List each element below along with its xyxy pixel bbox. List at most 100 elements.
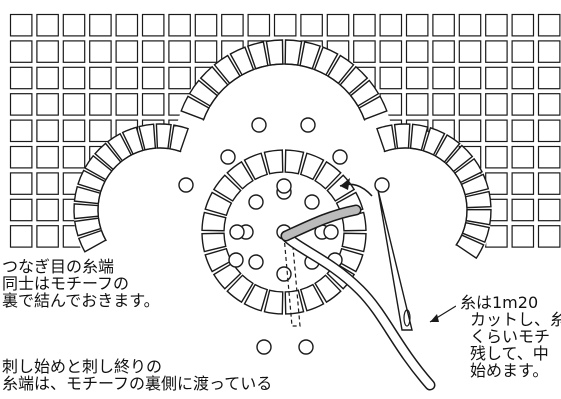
- ring-segment: [201, 211, 227, 232]
- thread-note-line-1: 糸は1m20: [460, 293, 539, 312]
- back-thread: [283, 235, 301, 327]
- thread-note-line-4: 残して、中: [470, 344, 549, 363]
- grid-cell: [9, 66, 33, 90]
- grid-cell: [300, 13, 323, 37]
- grid-cell: [141, 40, 165, 63]
- thread-and-needle: [280, 178, 457, 391]
- grid-cell: [485, 40, 508, 63]
- needle-eye: [403, 309, 411, 327]
- grid-cell: [36, 40, 59, 63]
- grid-cell: [194, 40, 218, 63]
- start-end-note: 刺し始めと刺し終りの 糸端は、モチーフの裏側に渡っている: [2, 357, 277, 393]
- stitch-hole: [178, 177, 194, 193]
- grid-cell: [537, 13, 561, 37]
- grid-cell: [511, 145, 535, 169]
- grid-cell: [89, 13, 112, 37]
- stitch-hole: [298, 339, 314, 355]
- arrow-head: [340, 178, 350, 190]
- knot-note-line-1: つなぎ目の糸端: [2, 257, 115, 276]
- grid-cell: [168, 13, 191, 37]
- grid-cell: [247, 13, 271, 37]
- grid-cell: [141, 66, 165, 90]
- grid-cell: [36, 66, 59, 90]
- grid-cell: [405, 93, 429, 116]
- stitch-hole: [323, 224, 339, 240]
- grid-cell: [62, 145, 86, 169]
- thread-fill: [282, 232, 434, 389]
- knot-note-line-2: 同士はモチーフの: [2, 274, 130, 293]
- grid-cell: [537, 40, 561, 63]
- grid-cell: [485, 93, 508, 116]
- grid-cell: [36, 198, 59, 222]
- start-end-note-line-2: 糸端は、モチーフの裏側に渡っている: [2, 374, 273, 393]
- ring-segment: [226, 160, 254, 190]
- petal-inner-edge: [202, 63, 366, 121]
- thread-note-line-2: カットし、糸: [470, 310, 561, 329]
- grid-cell: [485, 119, 508, 143]
- petal-segment: [393, 123, 411, 150]
- start-end-note-line-1: 刺し始めと刺し終りの: [2, 357, 163, 376]
- grid-cell: [458, 40, 482, 63]
- stitch-hole: [332, 149, 348, 165]
- grid-cell: [115, 66, 139, 90]
- grid-cell: [168, 40, 191, 63]
- ring-segment: [212, 174, 242, 202]
- grid-cell: [537, 172, 561, 195]
- ring-segment: [226, 274, 254, 304]
- grid-cell: [432, 13, 455, 37]
- grid-cell: [141, 93, 165, 116]
- grid-cell: [511, 225, 535, 248]
- petal-inner-edge: [97, 147, 182, 242]
- grid-cell: [511, 66, 535, 90]
- grid-cell: [379, 66, 403, 90]
- grid-cell: [9, 172, 33, 195]
- grid-cell: [9, 225, 33, 248]
- grid-cell: [485, 13, 508, 37]
- grid-cell: [537, 145, 561, 169]
- grid-cell: [141, 13, 165, 37]
- grid-cell: [511, 93, 535, 116]
- thread-top-fill: [282, 206, 360, 240]
- grid-cell: [168, 66, 191, 90]
- stitch-hole: [300, 117, 316, 133]
- stitch-hole: [228, 252, 244, 268]
- grid-cell: [9, 13, 33, 37]
- ring-segment: [201, 232, 227, 253]
- ring-segment: [243, 152, 269, 181]
- ring-segment: [284, 149, 305, 175]
- ring-segment: [263, 289, 284, 315]
- thread-note: 糸は1m20 カットし、糸 くらいモチ 残して、中 始めます。: [456, 294, 561, 379]
- knot-note-line-3: 裏で結んでおきます。: [2, 291, 160, 310]
- grid-cell: [36, 119, 59, 143]
- ring-segment: [341, 232, 367, 253]
- grid-cell: [458, 119, 482, 143]
- grid-cell: [273, 13, 297, 37]
- petal-segment: [155, 123, 172, 150]
- grid-cell: [511, 40, 535, 63]
- stitch-hole: [304, 194, 320, 210]
- needle: [377, 189, 413, 331]
- grid-cell: [36, 172, 59, 195]
- petal-segment: [73, 203, 100, 220]
- grid-cell: [115, 40, 139, 63]
- stitch-hole: [276, 266, 292, 282]
- grid-cell: [36, 13, 59, 37]
- grid-cell: [458, 93, 482, 116]
- grid-cell: [62, 66, 86, 90]
- stitch-hole: [256, 339, 272, 355]
- stitch-holes: [178, 117, 390, 355]
- ring-segment: [263, 149, 284, 175]
- grid-cell: [9, 145, 33, 169]
- stitch-hole: [248, 194, 264, 210]
- stitch-hole: [248, 254, 264, 270]
- grid-cell: [9, 93, 33, 116]
- ring-segment: [243, 283, 269, 312]
- ring-segment: [204, 191, 233, 217]
- grid-cell: [326, 13, 350, 37]
- grid-cell: [36, 225, 59, 248]
- thread-note-line-5: 始めます。: [470, 361, 549, 380]
- grid-cell: [89, 119, 112, 143]
- grid-cell: [89, 93, 112, 116]
- stitch-hole: [229, 224, 245, 240]
